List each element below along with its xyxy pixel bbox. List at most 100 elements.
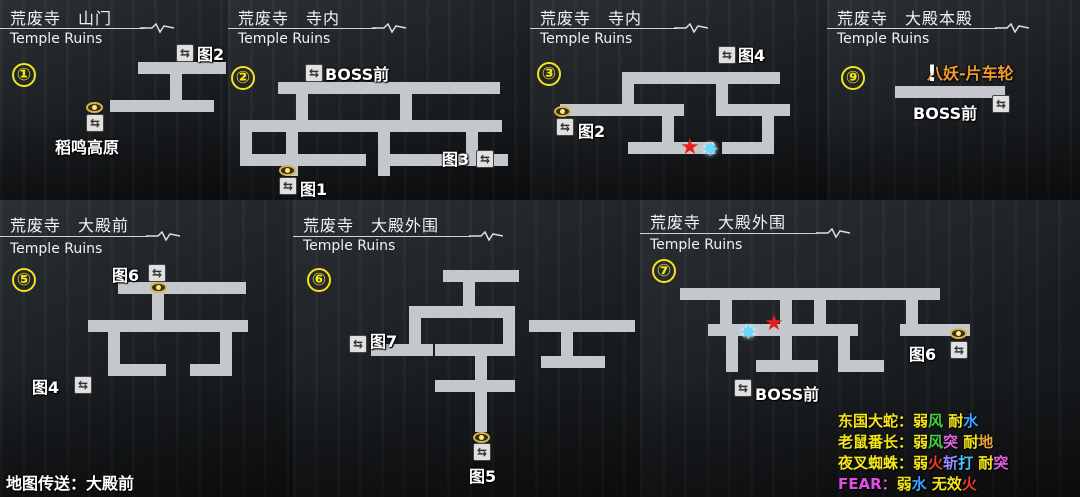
enemy-name: FEAR： [838, 475, 897, 493]
brush-deco-icon [372, 22, 406, 34]
affinity-text: 突 [943, 433, 959, 451]
map-panel-2: 荒废寺 寺内 Temple Ruins ② ⇆ BOSS前 ⇆ 图3 ⇆ 图1 [228, 0, 530, 200]
minimap-paths [110, 62, 226, 112]
affinity-text: 风 [928, 433, 944, 451]
location-title: 荒废寺 大殿本殿 [837, 9, 974, 28]
map-teleport-note: 地图传送：大殿前 [6, 474, 135, 493]
title-divider [827, 28, 997, 29]
affinity-text: 弱 [913, 454, 929, 472]
spirit-burst-icon: ✸ [702, 137, 719, 161]
warp-label: 图2 [197, 45, 225, 64]
brush-deco-icon [140, 22, 174, 34]
affinity-text: 火 [928, 454, 944, 472]
location-subtitle: Temple Ruins [303, 238, 396, 254]
warp-point-icon[interactable]: ⇆ [556, 118, 574, 136]
destination-label: 稻鸣高原 [55, 138, 120, 157]
location-subtitle: Temple Ruins [650, 237, 743, 253]
affinity-text: 弱 [913, 433, 929, 451]
location-title: 荒废寺 寺内 [238, 9, 341, 28]
location-subtitle: Temple Ruins [238, 31, 331, 47]
warp-point-icon[interactable]: ⇆ [176, 44, 194, 62]
location-title: 荒废寺 山门 [10, 9, 113, 28]
location-subtitle: Temple Ruins [10, 241, 103, 257]
affinity-text: 弱 [913, 412, 929, 430]
warp-label: 图4 [738, 46, 766, 65]
warp-point-icon[interactable]: ⇆ [992, 95, 1010, 113]
map-panel-3: 荒废寺 寺内 Temple Ruins ③ ⇆ 图4 ⇆ 图2 ★ ✸ [530, 0, 827, 200]
affinity-text: 无效 [926, 475, 962, 493]
title-divider [0, 28, 145, 29]
affinity-text: 地 [978, 433, 994, 451]
warp-point-icon[interactable]: ⇆ [349, 335, 367, 353]
affinity-text: 耐 [973, 454, 994, 472]
warp-label: 图6 [112, 266, 140, 285]
affinity-text: 水 [963, 412, 979, 430]
eye-marker-icon [473, 432, 490, 443]
title-divider [640, 233, 818, 234]
title-divider [293, 236, 471, 237]
map-number-badge: ⑤ [12, 268, 36, 292]
affinity-text: 斩 [943, 454, 959, 472]
map-panel-9: 荒废寺 大殿本殿 Temple Ruins ⑨ 八妖-片车轮 ! ⇆ BOSS前 [827, 0, 1080, 200]
warp-point-icon[interactable]: ⇆ [74, 376, 92, 394]
brush-deco-icon [816, 227, 850, 239]
map-panel-5: 荒废寺 大殿前 Temple Ruins ⑤ 图6 ⇆ 图4 ⇆ [0, 200, 293, 497]
map-number-badge: ② [231, 66, 255, 90]
map-number-badge: ⑨ [841, 66, 865, 90]
map-number-badge: ① [12, 63, 36, 87]
location-subtitle: Temple Ruins [540, 31, 633, 47]
affinity-text: 突 [993, 454, 1009, 472]
eye-marker-icon [279, 165, 296, 176]
warp-point-icon[interactable]: ⇆ [473, 443, 491, 461]
warp-point-icon[interactable]: ⇆ [305, 64, 323, 82]
brush-deco-icon [674, 22, 708, 34]
affinity-text: 风 [928, 412, 944, 430]
destination-label: 图1 [300, 180, 328, 199]
warp-point-icon[interactable]: ⇆ [950, 341, 968, 359]
minimap-paths [371, 270, 635, 432]
warp-label: 图3 [442, 150, 470, 169]
map-panel-7: 荒废寺 大殿外围 Temple Ruins ⑦ ★ ✸ ⇆ 图6 ⇆ BOSS前 [640, 200, 1080, 497]
eye-marker-icon [150, 282, 167, 293]
warp-point-icon[interactable]: ⇆ [476, 150, 494, 168]
minimap-paths [680, 288, 970, 372]
enemy-name: 老鼠番长： [838, 433, 914, 451]
minimap-paths [560, 72, 790, 154]
warp-point-icon[interactable]: ⇆ [718, 46, 736, 64]
enemy-name: 夜叉蜘蛛： [838, 454, 914, 472]
legend-row: 东国大蛇：弱风 耐水 [838, 411, 1008, 432]
location-subtitle: Temple Ruins [837, 31, 930, 47]
minimap-paths [240, 70, 508, 176]
legend-row: FEAR：弱水 无效火 [838, 474, 1008, 495]
warp-label: 图7 [370, 332, 398, 351]
map-number-badge: ⑥ [307, 268, 331, 292]
title-divider [228, 28, 376, 29]
minimap-paths [895, 86, 1005, 98]
boss-star-icon: ★ [764, 311, 784, 336]
warp-point-icon[interactable]: ⇆ [86, 114, 104, 132]
exclamation-icon: ! [927, 62, 938, 87]
warp-point-icon[interactable]: ⇆ [148, 264, 166, 282]
map-panel-1: 荒废寺 山门 Temple Ruins ① ⇆ 图2 ⇆ 稻鸣高原 [0, 0, 228, 200]
map-panel-6: 荒废寺 大殿外围 Temple Ruins ⑥ ⇆ 图7 ⇆ 图5 [293, 200, 640, 497]
warp-label: BOSS前 [755, 385, 820, 404]
location-title: 荒废寺 大殿外围 [650, 213, 787, 232]
affinity-text: 耐 [958, 433, 979, 451]
legend-row: 老鼠番长：弱风突 耐地 [838, 432, 1008, 453]
boss-name-label: 八妖-片车轮 [927, 64, 1014, 83]
title-divider [530, 28, 678, 29]
legend-row: 夜叉蜘蛛：弱火斩打 耐突 [838, 453, 1008, 474]
affinity-text: 弱 [896, 475, 912, 493]
warp-point-icon[interactable]: ⇆ [279, 177, 297, 195]
warp-label: BOSS前 [325, 65, 390, 84]
location-subtitle: Temple Ruins [10, 31, 103, 47]
brush-deco-icon [146, 230, 180, 242]
affinity-text: 水 [911, 475, 927, 493]
location-title: 荒废寺 寺内 [540, 9, 643, 28]
brush-deco-icon [995, 22, 1029, 34]
warp-label: BOSS前 [913, 104, 978, 123]
warp-point-icon[interactable]: ⇆ [734, 379, 752, 397]
warp-label: 图6 [909, 345, 937, 364]
eye-marker-icon [950, 328, 967, 339]
